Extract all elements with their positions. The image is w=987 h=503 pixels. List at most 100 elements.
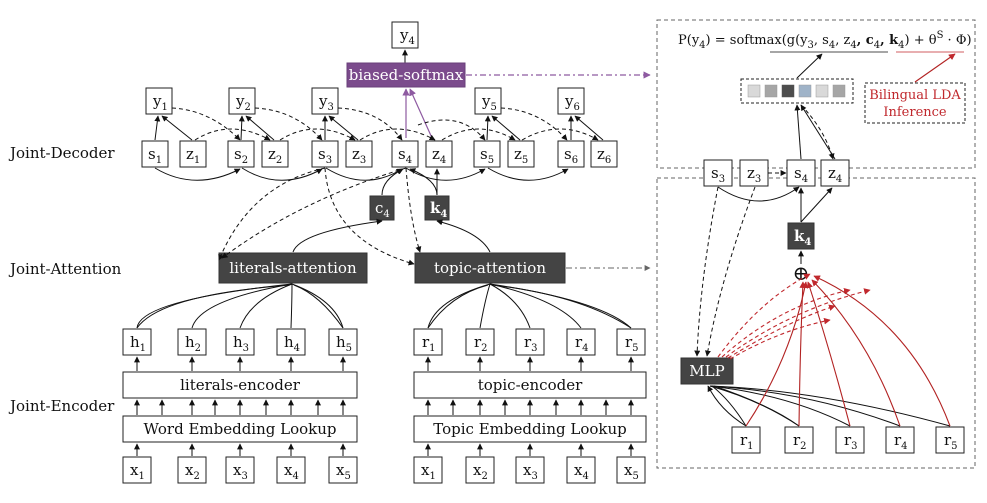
word-embedding-block [122, 415, 358, 443]
z5-node [507, 140, 535, 168]
svg-text:h1: h1 [130, 333, 146, 354]
topic-attention-label: topic-attention [434, 259, 546, 277]
panel-s3-node [703, 159, 733, 187]
svg-text:h4: h4 [284, 333, 300, 354]
svg-text:r4: r4 [575, 333, 589, 354]
x5-right-node [616, 456, 646, 484]
decoder-outputs: y1 y2 y3 y5 y6 [145, 87, 585, 115]
svg-text:y5: y5 [481, 92, 497, 113]
x3-left-node [225, 456, 255, 484]
svg-text:r1: r1 [422, 333, 436, 354]
panel-r1-node [731, 426, 761, 454]
topic-embedding-block [413, 415, 647, 443]
bilingual-lda-box [864, 82, 966, 124]
svg-text:r2: r2 [474, 333, 488, 354]
x4-left-node [276, 456, 306, 484]
decoder-states: s1 z1 s2 z2 s3 z3 s4 z4 s5 z5 s6 z6 [141, 140, 618, 168]
svg-text:r1: r1 [740, 431, 754, 452]
topic-attention-detail-panel [656, 177, 976, 469]
word-embedding-label: Word Embedding Lookup [143, 420, 336, 438]
z4-node [425, 140, 453, 168]
svg-text:x4: x4 [284, 461, 299, 482]
s3-node [311, 140, 339, 168]
h5-node [328, 328, 358, 356]
output-distribution-vector [740, 78, 854, 104]
svg-text:r4: r4 [894, 431, 908, 452]
panel-r3-node [835, 426, 865, 454]
svg-text:z4: z4 [432, 145, 446, 166]
z1-node [179, 140, 207, 168]
x3-right-node [515, 456, 545, 484]
svg-text:z6: z6 [597, 145, 611, 166]
panel-r4-node [885, 426, 915, 454]
svg-text:y1: y1 [152, 92, 168, 113]
panel-z4-node [820, 159, 850, 187]
c4-label: c4 [375, 199, 390, 220]
h3-node [225, 328, 255, 356]
svg-text:x2: x2 [473, 461, 488, 482]
topic-attention-block [414, 252, 566, 284]
x2-left-node [177, 456, 207, 484]
svg-text:z5: z5 [514, 145, 528, 166]
svg-text:x2: x2 [185, 461, 200, 482]
decoder-output-edges [154, 107, 604, 181]
svg-text:s4: s4 [794, 164, 808, 185]
s4-node [391, 140, 419, 168]
joint-decoder-label: Joint-Decoder [8, 144, 115, 162]
svg-text:s4: s4 [398, 145, 412, 166]
svg-text:r5: r5 [625, 333, 639, 354]
softmax-equation: P(y4) = softmax(g(y3, s4, z4, c4, k4) + … [678, 30, 972, 51]
joint-encoder-label: Joint-Encoder [8, 397, 115, 415]
svg-text:z2: z2 [268, 145, 282, 166]
topic-embedding-label: Topic Embedding Lookup [433, 420, 627, 438]
r2-node [465, 328, 495, 356]
svg-text:r3: r3 [524, 333, 538, 354]
svg-text:x3: x3 [523, 461, 538, 482]
svg-text:k4: k4 [794, 227, 811, 248]
lda-line1: Bilingual LDA [869, 88, 961, 103]
panel-s4-node [786, 159, 816, 187]
r4-node [566, 328, 596, 356]
literals-encoder-label: literals-encoder [180, 376, 301, 394]
svg-text:s6: s6 [564, 145, 578, 166]
x1-left-node [122, 456, 152, 484]
svg-text:s2: s2 [234, 145, 248, 166]
z2-node [261, 140, 289, 168]
attention-weight-arrows [717, 273, 871, 360]
literal-hidden-states: h1 h2 h3 h4 h5 [122, 283, 358, 356]
s2-node [227, 140, 255, 168]
svg-text:y3: y3 [318, 92, 334, 113]
vector-cell-5 [815, 84, 829, 98]
svg-text:s1: s1 [148, 145, 162, 166]
k4-label: k4 [430, 199, 447, 220]
sum-operator: ⊕ [793, 261, 810, 285]
svg-text:h3: h3 [233, 333, 249, 354]
literals-encoder-block [122, 371, 358, 399]
z3-node [345, 140, 373, 168]
lda-line2: Inference [883, 105, 947, 120]
svg-text:x3: x3 [233, 461, 248, 482]
z6-node [590, 140, 618, 168]
svg-text:x5: x5 [336, 461, 351, 482]
r5-node [616, 328, 646, 356]
svg-text:z3: z3 [352, 145, 366, 166]
literals-attention-label: literals-attention [229, 259, 357, 277]
topic-encoder-label: topic-encoder [478, 376, 583, 394]
y4-node [391, 21, 419, 49]
y2-node [228, 87, 256, 115]
h1-node [122, 328, 152, 356]
y5-node [474, 87, 502, 115]
r3-node [515, 328, 545, 356]
vector-cell-6 [832, 84, 846, 98]
s6-node [557, 140, 585, 168]
r1-node [413, 328, 443, 356]
vector-cell-2 [764, 84, 778, 98]
svg-text:x1: x1 [130, 461, 145, 482]
svg-text:x5: x5 [624, 461, 639, 482]
r-to-mlp-edges [707, 385, 951, 427]
y6-node [557, 87, 585, 115]
svg-text:x1: x1 [421, 461, 436, 482]
vector-cell-3 [781, 84, 795, 98]
vector-cell-4 [798, 84, 812, 98]
